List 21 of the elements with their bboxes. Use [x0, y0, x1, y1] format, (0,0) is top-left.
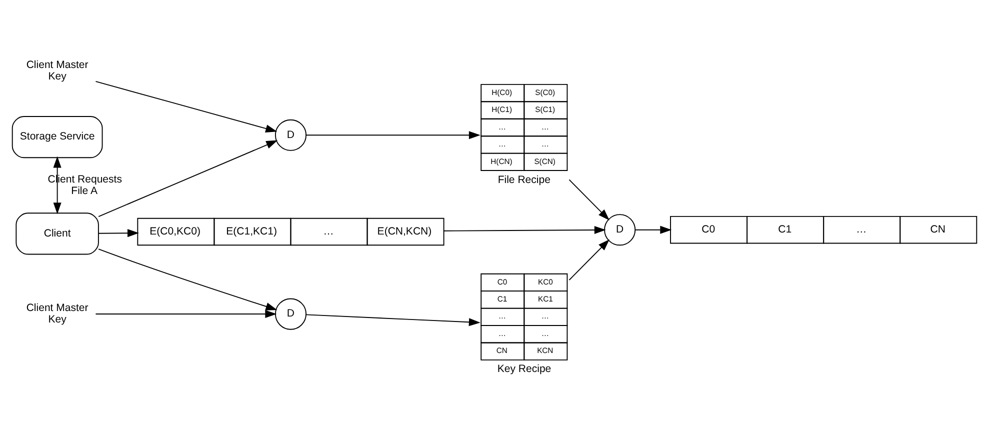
node-box: Client	[16, 212, 99, 254]
node-label: File Recipe	[498, 173, 550, 186]
node-text: Client Master Key	[26, 301, 88, 325]
node-circle: D	[274, 298, 307, 330]
arrow	[568, 238, 610, 280]
node-label: Key Recipe	[497, 362, 552, 375]
arrow	[568, 178, 610, 220]
node-circle: D	[274, 118, 307, 150]
node-box: Storage Service	[12, 116, 103, 158]
arrow	[98, 228, 139, 237]
arrow	[444, 225, 606, 234]
node-text: Client Master Key	[26, 58, 88, 82]
arrow	[634, 225, 672, 234]
arrow	[98, 140, 278, 216]
arrow	[98, 248, 278, 310]
arrow	[53, 156, 62, 214]
arrow	[95, 80, 278, 132]
node-circle: D	[604, 214, 636, 246]
arrow	[306, 314, 480, 326]
arrow	[95, 310, 277, 318]
arrow	[306, 130, 480, 139]
